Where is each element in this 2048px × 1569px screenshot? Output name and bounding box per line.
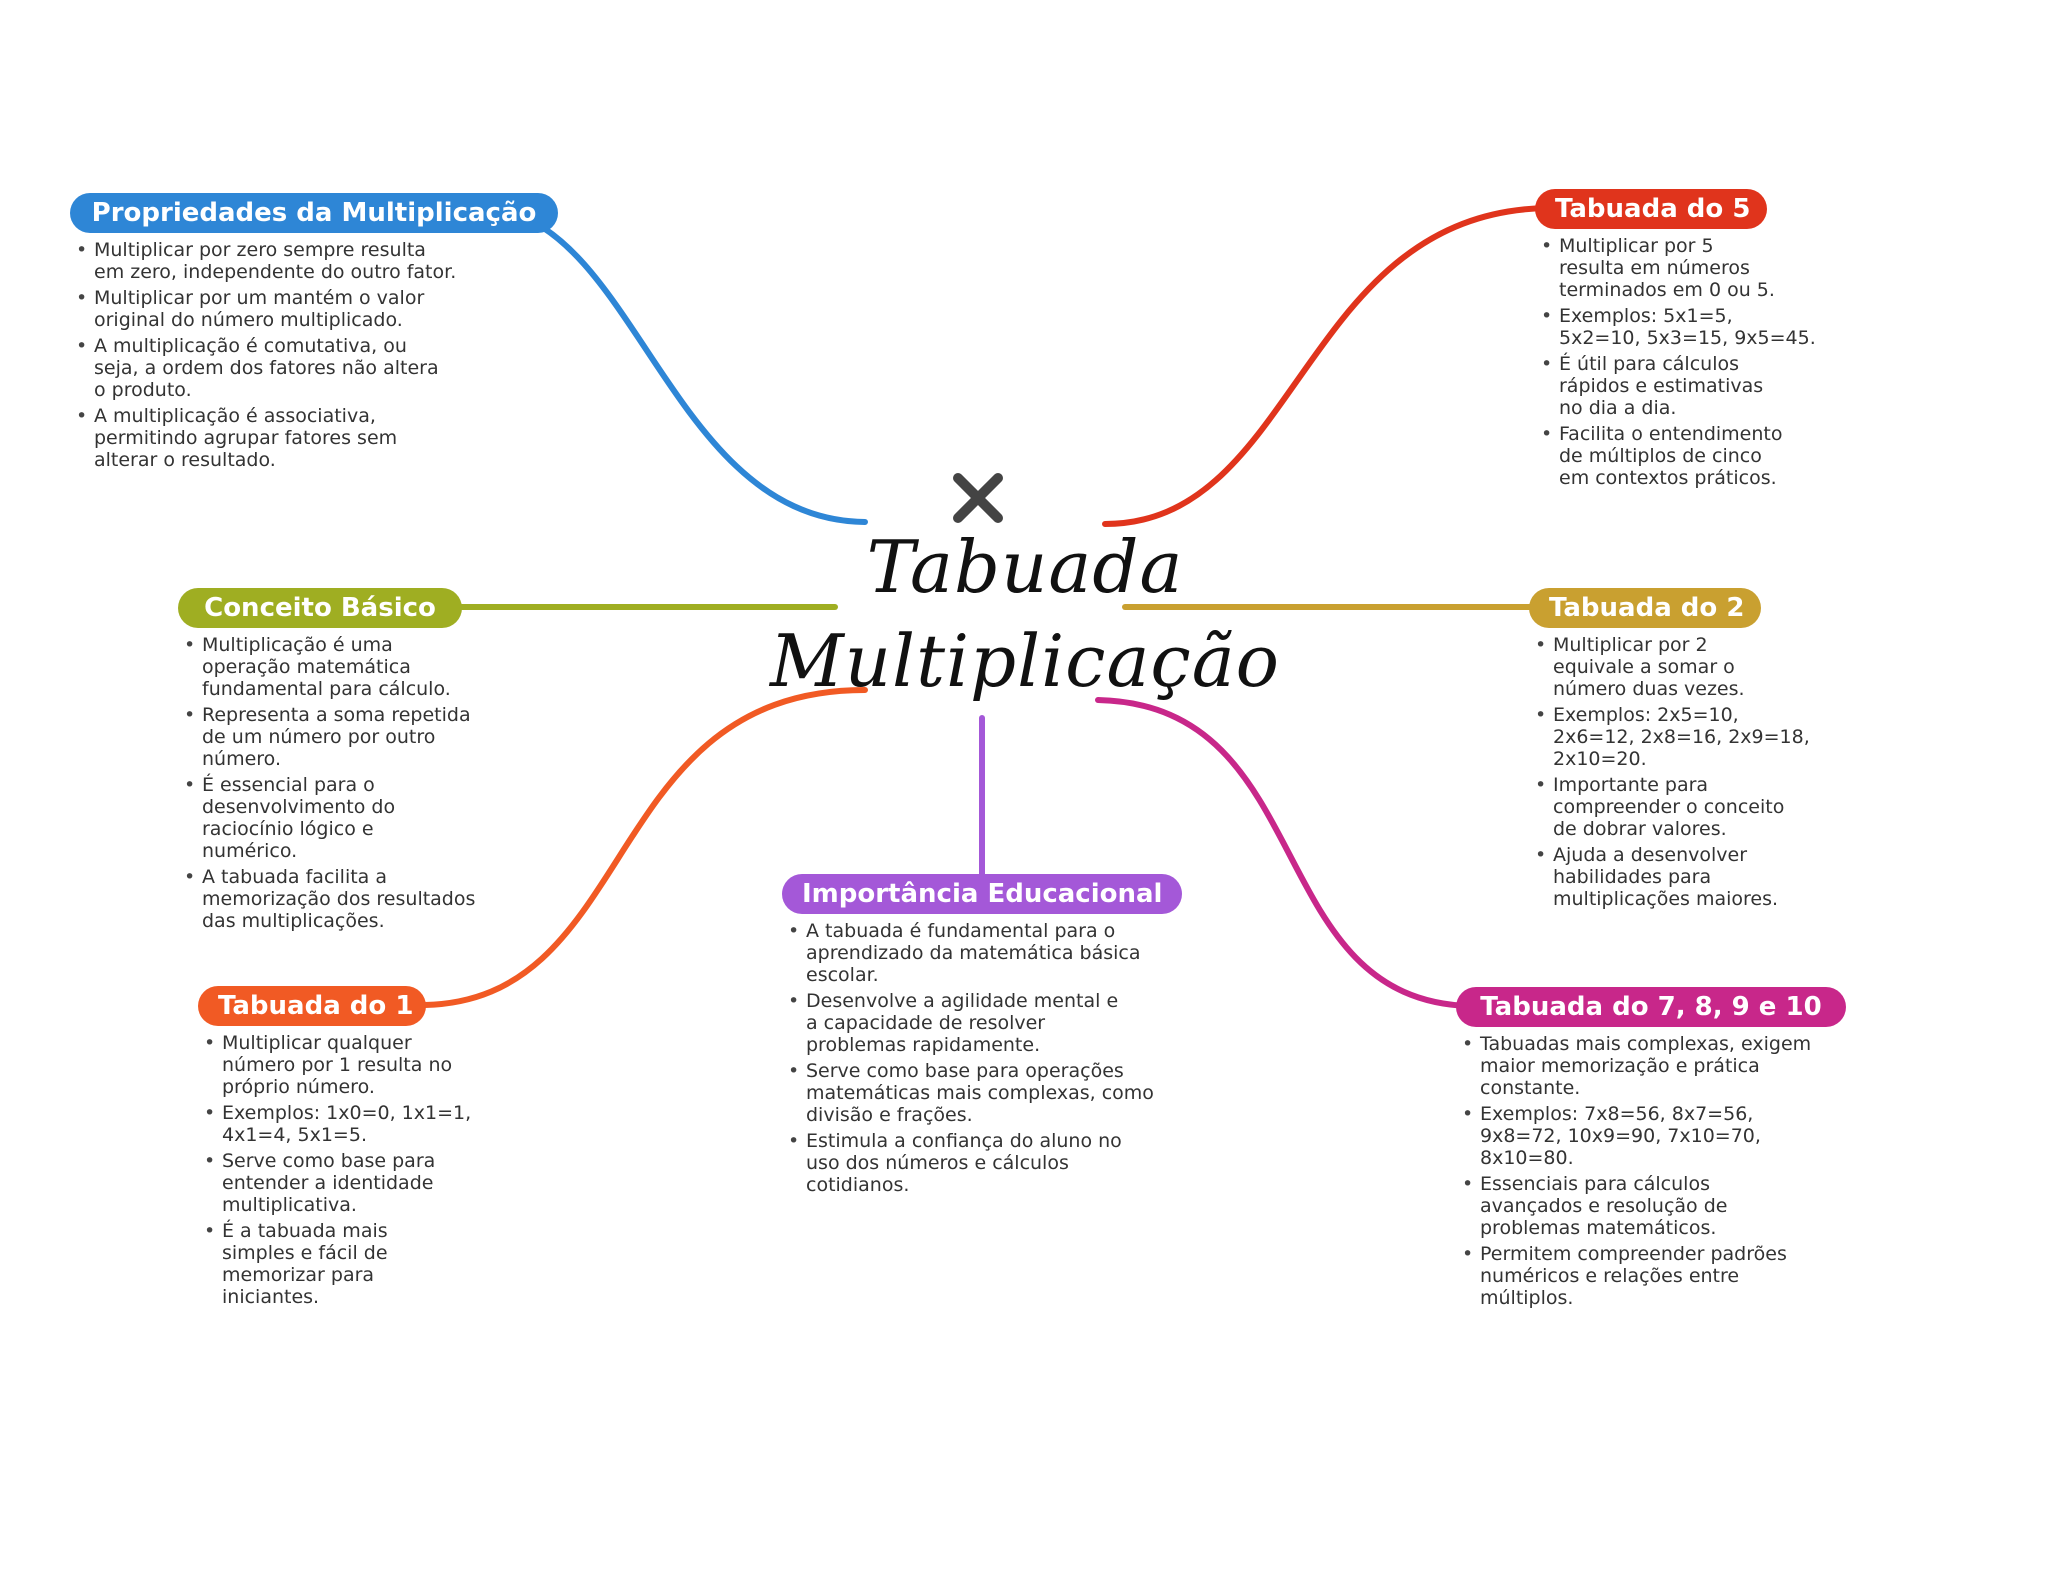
list-item: Multiplicar por 2 equivale a somar o núm… [1529, 634, 1810, 700]
connector-tabuada7810 [1095, 697, 1473, 1009]
branch-conceito: Conceito Básico Multiplicação é uma oper… [178, 588, 475, 936]
central-title: Tabuada Multiplicação [760, 520, 1290, 708]
list-item: A multiplicação é associativa, permitind… [70, 405, 558, 471]
branch-title-tabuada1[interactable]: Tabuada do 1 [198, 986, 426, 1026]
central-title-line1: Tabuada [866, 525, 1184, 609]
branch-tabuada7810: Tabuada do 7, 8, 9 e 10 Tabuadas mais co… [1456, 987, 1846, 1313]
list-item: Desenvolve a agilidade mental e a capaci… [782, 990, 1182, 1056]
list-item: Representa a soma repetida de um número … [178, 704, 475, 770]
branch-list-tabuada2: Multiplicar por 2 equivale a somar o núm… [1529, 634, 1810, 910]
branch-tabuada2: Tabuada do 2 Multiplicar por 2 equivale … [1529, 588, 1810, 914]
list-item: Serve como base para entender a identida… [198, 1150, 471, 1216]
list-item: É a tabuada mais simples e fácil de memo… [198, 1220, 471, 1308]
list-item: Multiplicar por 5 resulta em números ter… [1535, 235, 1816, 301]
branch-list-tabuada7810: Tabuadas mais complexas, exigem maior me… [1456, 1033, 1846, 1309]
list-item: Essenciais para cálculos avançados e res… [1456, 1173, 1846, 1239]
branch-list-conceito: Multiplicação é uma operação matemática … [178, 634, 475, 932]
list-item: Multiplicar por um mantém o valor origin… [70, 287, 558, 331]
branch-list-tabuada1: Multiplicar qualquer número por 1 result… [198, 1032, 471, 1308]
central-title-line2: Multiplicação [769, 619, 1281, 703]
list-item: Exemplos: 5x1=5, 5x2=10, 5x3=15, 9x5=45. [1535, 305, 1816, 349]
list-item: Multiplicação é uma operação matemática … [178, 634, 475, 700]
branch-tabuada1: Tabuada do 1 Multiplicar qualquer número… [198, 986, 471, 1312]
list-item: A tabuada facilita a memorização dos res… [178, 866, 475, 932]
branch-tabuada5: Tabuada do 5 Multiplicar por 5 resulta e… [1535, 189, 1816, 493]
branch-title-propriedades[interactable]: Propriedades da Multiplicação [70, 193, 558, 233]
connector-tabuada1 [422, 687, 868, 1008]
list-item: A multiplicação é comutativa, ou seja, a… [70, 335, 558, 401]
connector-tabuada5 [1102, 205, 1553, 527]
list-item: É essencial para o desenvolvimento do ra… [178, 774, 475, 862]
list-item: Estimula a confiança do aluno no uso dos… [782, 1130, 1182, 1196]
branch-importancia: Importância Educacional A tabuada é fund… [782, 874, 1182, 1200]
list-item: Tabuadas mais complexas, exigem maior me… [1456, 1033, 1846, 1099]
list-item: Multiplicar qualquer número por 1 result… [198, 1032, 471, 1098]
branch-title-tabuada2[interactable]: Tabuada do 2 [1529, 588, 1761, 628]
branch-list-tabuada5: Multiplicar por 5 resulta em números ter… [1535, 235, 1816, 489]
list-item: Permitem compreender padrões numéricos e… [1456, 1243, 1846, 1309]
list-item: Importante para compreender o conceito d… [1529, 774, 1810, 840]
branch-list-propriedades: Multiplicar por zero sempre resulta em z… [70, 239, 558, 471]
list-item: É útil para cálculos rápidos e estimativ… [1535, 353, 1816, 419]
branch-title-tabuada5[interactable]: Tabuada do 5 [1535, 189, 1767, 229]
list-item: Exemplos: 7x8=56, 8x7=56, 9x8=72, 10x9=9… [1456, 1103, 1846, 1169]
multiply-icon [953, 473, 1003, 523]
branch-title-importancia[interactable]: Importância Educacional [782, 874, 1182, 914]
list-item: Multiplicar por zero sempre resulta em z… [70, 239, 558, 283]
branch-title-tabuada7810[interactable]: Tabuada do 7, 8, 9 e 10 [1456, 987, 1846, 1027]
list-item: Ajuda a desenvolver habilidades para mul… [1529, 844, 1810, 910]
list-item: Serve como base para operações matemátic… [782, 1060, 1182, 1126]
branch-title-conceito[interactable]: Conceito Básico [178, 588, 462, 628]
branch-list-importancia: A tabuada é fundamental para o aprendiza… [782, 920, 1182, 1196]
list-item: Facilita o entendimento de múltiplos de … [1535, 423, 1816, 489]
branch-propriedades: Propriedades da Multiplicação Multiplica… [70, 193, 558, 475]
connector-propriedades [507, 209, 868, 525]
list-item: Exemplos: 2x5=10, 2x6=12, 2x8=16, 2x9=18… [1529, 704, 1810, 770]
list-item: Exemplos: 1x0=0, 1x1=1, 4x1=4, 5x1=5. [198, 1102, 471, 1146]
list-item: A tabuada é fundamental para o aprendiza… [782, 920, 1182, 986]
